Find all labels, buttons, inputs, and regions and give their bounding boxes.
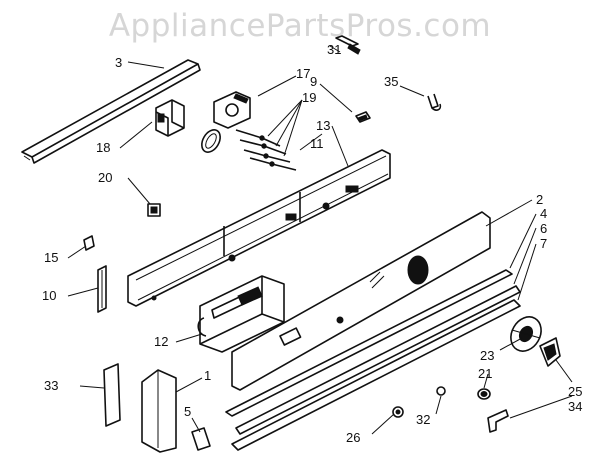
callout-34: 34 [568, 399, 582, 414]
callout-9: 9 [310, 74, 317, 89]
callout-12: 13 [316, 118, 330, 133]
part-17-switch [213, 91, 251, 129]
callout-1: 1 [204, 368, 211, 383]
part-31-bracket [335, 35, 361, 55]
callout-10: 10 [42, 288, 56, 303]
part-18-relay [155, 99, 185, 137]
part-5-clip [191, 427, 211, 451]
callout-17: 17 [296, 66, 310, 81]
callout-2: 2 [536, 192, 543, 207]
part-4-6-7-trim [225, 269, 521, 451]
callout-11: 11 [310, 136, 324, 151]
part-34-bracket [487, 409, 509, 433]
callout-33: 33 [44, 378, 58, 393]
leader-lines [67, 45, 573, 435]
part-33-end-panel [103, 363, 121, 427]
callout-21: 21 [478, 366, 492, 381]
part-12-control-panel [127, 149, 391, 307]
part-26-screw [392, 406, 404, 418]
callout-18: 18 [96, 140, 110, 155]
callout-19: 19 [302, 90, 316, 105]
part-3-rail [21, 59, 201, 164]
part-32-screw [436, 386, 446, 396]
callout-4: 4 [540, 206, 547, 221]
callout-3: 3 [115, 55, 122, 70]
part-1-end-cap [141, 369, 177, 453]
part-23-knob [510, 316, 542, 352]
callout-20: 20 [98, 170, 112, 185]
callout-13: 12 [154, 334, 168, 349]
callout-labels: 3 31 17 35 9 19 18 13 11 20 15 10 12 2 4… [42, 42, 582, 445]
callout-26: 26 [346, 430, 360, 445]
callout-23: 23 [480, 348, 494, 363]
callout-6: 6 [540, 221, 547, 236]
part-21-nut [477, 388, 491, 400]
part-25-knob-cap [539, 337, 561, 367]
callout-15: 15 [44, 250, 58, 265]
callout-35: 35 [384, 74, 398, 89]
part-2-front-panel [231, 211, 491, 391]
part-35-clip [427, 93, 442, 111]
ring [201, 129, 221, 153]
part-9-plug [355, 111, 371, 123]
callout-7: 7 [540, 236, 547, 251]
callout-25: 25 [568, 384, 582, 399]
part-15-10-side-bracket [83, 235, 107, 313]
part-19-wires [235, 129, 297, 171]
callout-32: 32 [416, 412, 430, 427]
part-20-bracket [147, 203, 161, 217]
callout-5: 5 [184, 404, 191, 419]
part-13-control-module [197, 275, 285, 353]
callout-31: 31 [327, 42, 341, 57]
